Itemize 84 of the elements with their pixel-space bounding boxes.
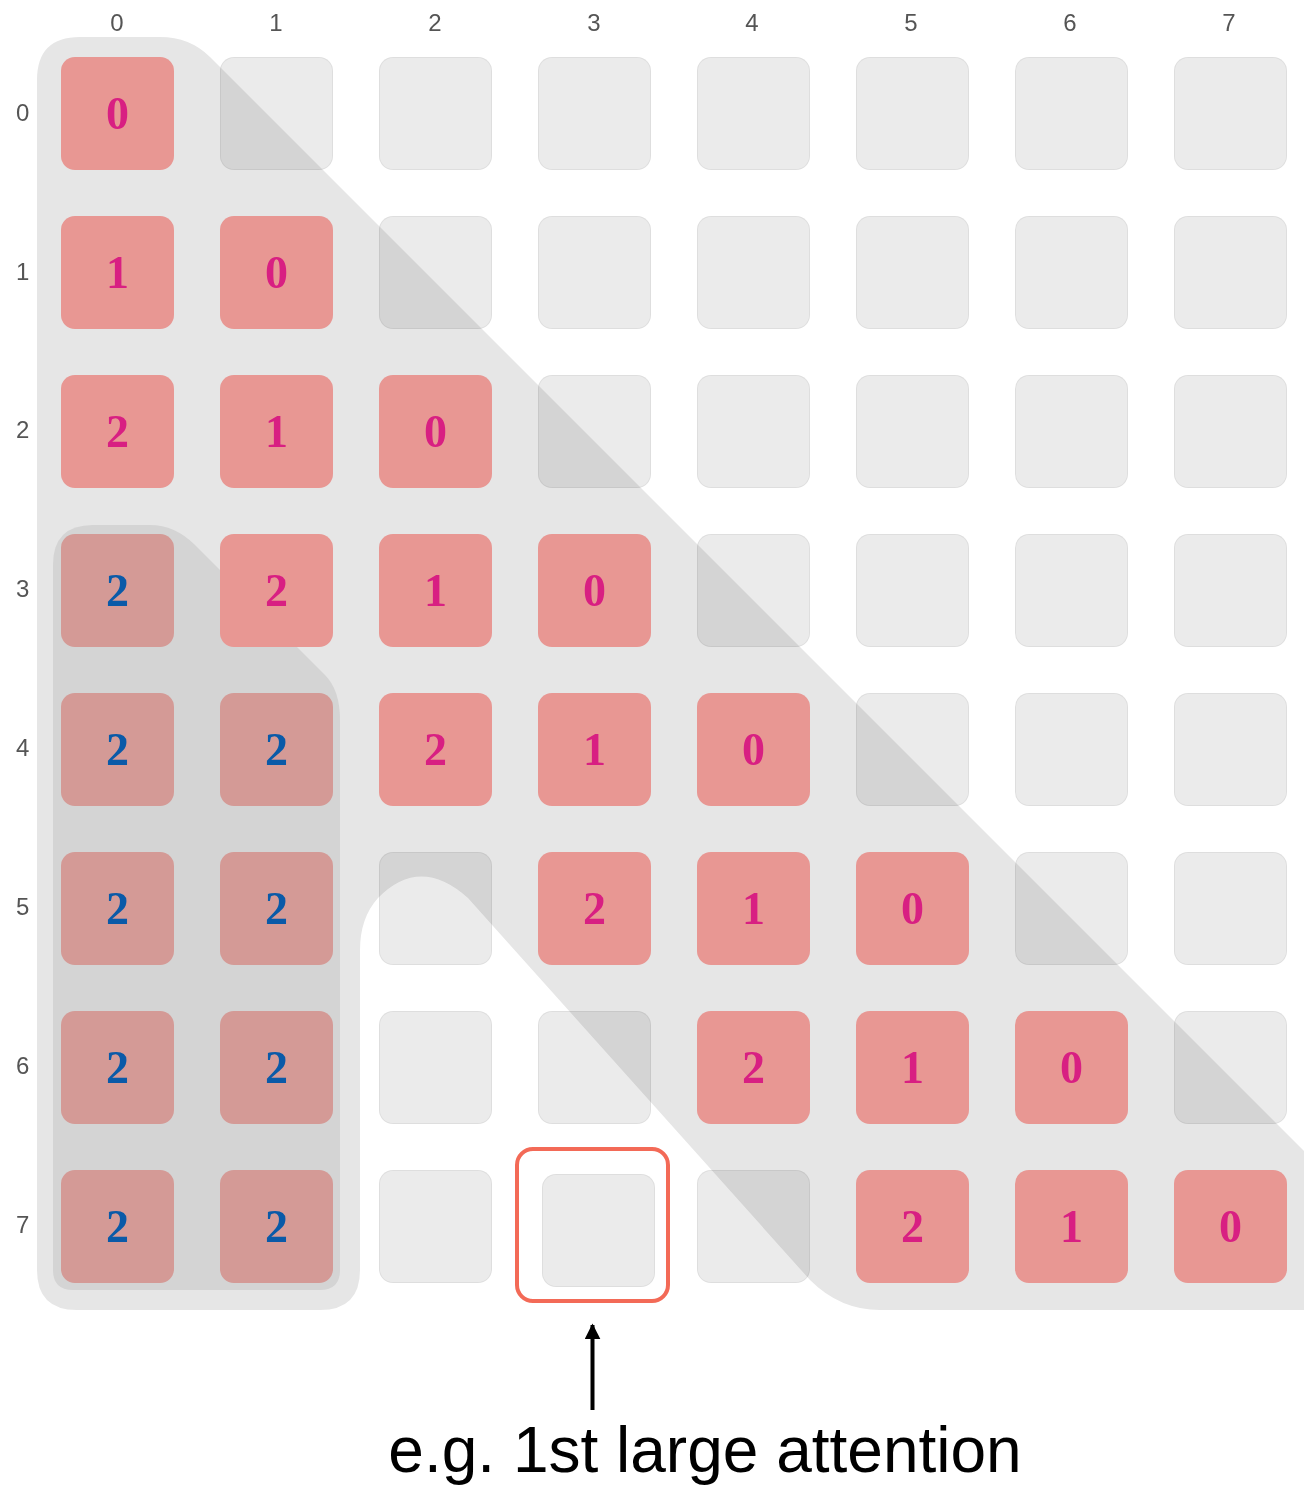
matrix-cell: 2 [61,693,174,806]
matrix-cell [1174,693,1287,806]
matrix-cell: 0 [379,375,492,488]
corner-band [53,525,341,1291]
matrix-cell [379,852,492,965]
matrix-cell: 2 [856,1170,969,1283]
matrix-cell [1015,852,1128,965]
matrix-cell: 2 [220,852,333,965]
column-index: 3 [587,11,601,35]
matrix-cell: 2 [538,852,651,965]
matrix-cell [856,375,969,488]
matrix-cell: 1 [538,693,651,806]
row-index: 7 [16,1213,30,1237]
row-index: 4 [16,736,30,760]
matrix-cell: 0 [1174,1170,1287,1283]
column-index: 4 [745,11,759,35]
matrix-cell [379,216,492,329]
matrix-cell: 2 [220,1011,333,1124]
matrix-cell [1174,1011,1287,1124]
matrix-cell [1174,57,1287,170]
caption-text: e.g. 1st large attention [280,1410,1130,1490]
matrix-cell: 1 [1015,1170,1128,1283]
matrix-cell [1015,693,1128,806]
matrix-cell [1015,534,1128,647]
matrix-cell [856,693,969,806]
row-index: 1 [16,260,30,284]
row-index: 6 [16,1054,30,1078]
matrix-cell: 2 [61,852,174,965]
matrix-cell [1174,852,1287,965]
matrix-cell: 0 [61,57,174,170]
matrix-cell [856,534,969,647]
matrix-cell: 0 [538,534,651,647]
matrix-cell: 2 [697,1011,810,1124]
matrix-cell [379,57,492,170]
matrix-cell: 2 [220,534,333,647]
matrix-cell: 0 [220,216,333,329]
matrix-cell [379,1170,492,1283]
matrix-cell [1174,534,1287,647]
matrix-cell [538,375,651,488]
matrix-cell: 1 [697,852,810,965]
row-index: 2 [16,418,30,442]
matrix-cell [697,534,810,647]
matrix-cell: 2 [379,693,492,806]
matrix-cell: 1 [61,216,174,329]
matrix-cell [538,1011,651,1124]
matrix-cell [220,57,333,170]
matrix-cell: 0 [1015,1011,1128,1124]
matrix-cell: 2 [61,1011,174,1124]
matrix-cell [697,57,810,170]
matrix-cell: 2 [61,534,174,647]
matrix-cell [1174,216,1287,329]
matrix-cell [1015,375,1128,488]
column-index: 5 [904,11,918,35]
matrix-cell [1015,57,1128,170]
matrix-cell [538,57,651,170]
matrix-cell [697,375,810,488]
matrix-cell: 0 [697,693,810,806]
column-index: 7 [1222,11,1236,35]
matrix-cell [379,1011,492,1124]
matrix-cell: 2 [61,1170,174,1283]
column-index: 2 [428,11,442,35]
matrix-cell [856,57,969,170]
matrix-cell: 1 [379,534,492,647]
matrix-cell: 2 [61,375,174,488]
highlight-outline [515,1147,670,1303]
column-index: 0 [110,11,124,35]
matrix-cell: 0 [856,852,969,965]
matrix-cell [856,216,969,329]
matrix-cell [1015,216,1128,329]
matrix-cell: 2 [220,1170,333,1283]
row-index: 3 [16,577,30,601]
matrix-cell [697,216,810,329]
matrix-cell [1174,375,1287,488]
row-index: 0 [16,101,30,125]
matrix-cell: 1 [220,375,333,488]
matrix-cell [538,216,651,329]
matrix-cell: 2 [220,693,333,806]
column-index: 6 [1063,11,1077,35]
column-index: 1 [269,11,283,35]
row-index: 5 [16,895,30,919]
matrix-cell [542,1174,655,1287]
matrix-cell: 1 [856,1011,969,1124]
matrix-cell [697,1170,810,1283]
arrow [584,1323,601,1410]
